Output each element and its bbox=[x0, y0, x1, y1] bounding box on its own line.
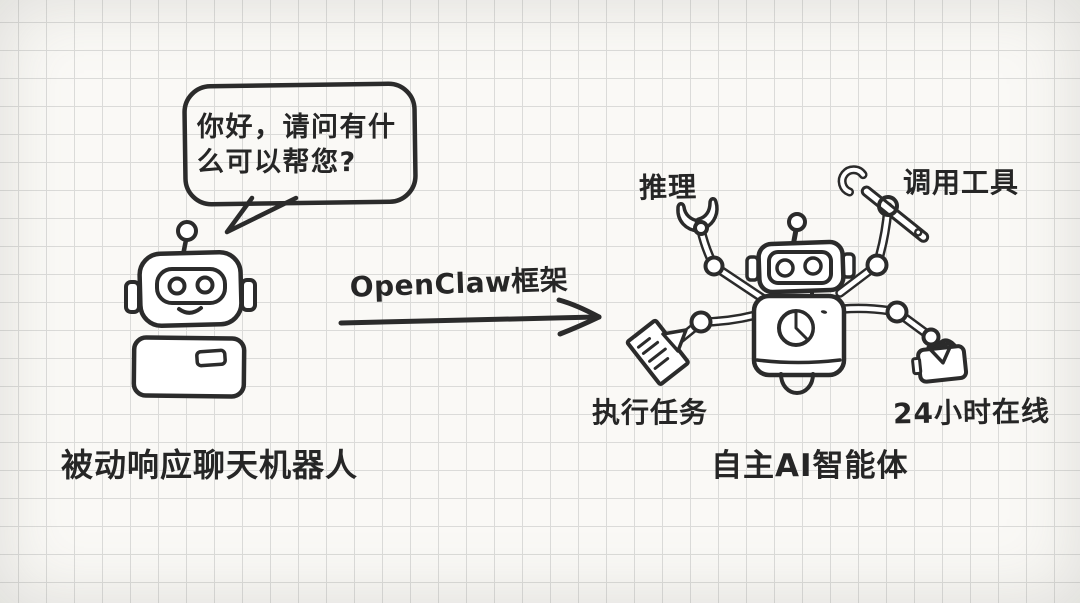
caption-chatbot: 被动响应聊天机器人 bbox=[61, 446, 359, 484]
antenna-icon bbox=[787, 212, 807, 232]
feature-label-execute-tasks: 执行任务 bbox=[592, 396, 709, 429]
caption-agent: 自主AI智能体 bbox=[711, 448, 909, 484]
speech-bubble-text: 你好，请问有什 么可以帮您? bbox=[197, 110, 397, 180]
gripper-icon bbox=[661, 328, 688, 353]
smile-icon bbox=[177, 306, 203, 315]
arm-joints bbox=[689, 220, 941, 347]
eye-icon bbox=[167, 276, 187, 296]
robot-head bbox=[756, 239, 846, 295]
robot-visor bbox=[155, 267, 227, 305]
ear-left-icon bbox=[745, 255, 760, 282]
speech-line-2: 么可以帮您? bbox=[197, 147, 357, 178]
framework-label: OpenClaw框架 bbox=[349, 263, 569, 304]
eye-icon bbox=[195, 275, 215, 295]
fist-icon bbox=[877, 195, 899, 217]
ear-left-icon bbox=[124, 280, 141, 314]
eye-icon bbox=[775, 258, 795, 278]
speech-line-1: 你好，请问有什 bbox=[197, 112, 397, 143]
gripper-icon bbox=[926, 340, 954, 365]
robot-body bbox=[751, 293, 847, 378]
chatbot-robot-icon bbox=[124, 220, 257, 399]
eye-icon bbox=[803, 256, 823, 276]
speech-bubble bbox=[182, 81, 418, 235]
feature-label-call-tools: 调用工具 bbox=[903, 166, 1020, 199]
robot-visor bbox=[767, 250, 833, 285]
ear-right-icon bbox=[240, 278, 257, 312]
robot-body bbox=[131, 335, 247, 399]
feature-label-online-24h: 24小时在线 bbox=[892, 394, 1051, 431]
feature-label-reasoning: 推理 bbox=[638, 170, 698, 205]
arrow-right-icon bbox=[338, 297, 602, 337]
robot-foot bbox=[779, 372, 815, 395]
antenna-icon bbox=[176, 220, 198, 242]
pocket-icon bbox=[195, 348, 227, 368]
agent-robot-icon bbox=[745, 212, 856, 395]
briefcase-icon bbox=[911, 338, 969, 384]
